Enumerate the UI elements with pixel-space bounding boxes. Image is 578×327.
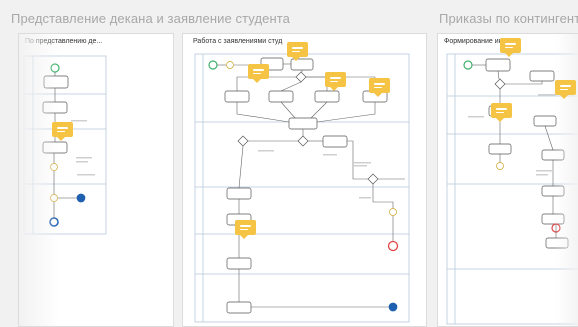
card-title: Формирование иказа (444, 38, 513, 45)
comment-badge-icon[interactable] (248, 64, 269, 83)
section-title-orders: Приказы по контингент (439, 11, 578, 26)
comment-badge-icon[interactable] (325, 72, 346, 91)
comment-badge-icon[interactable] (491, 103, 512, 122)
process-card-dean[interactable]: По представлению де... (18, 33, 174, 327)
process-card-orders[interactable]: Формирование иказа (437, 33, 578, 327)
bpmn-diagram (23, 55, 107, 235)
process-card-student-applications[interactable]: Работа с заявлениями студ (182, 33, 427, 327)
start-event-icon (50, 63, 60, 73)
comment-badge-icon[interactable] (52, 122, 73, 141)
comment-badge-icon[interactable] (235, 220, 256, 239)
comment-badge-icon[interactable] (555, 80, 576, 99)
comment-badge-icon[interactable] (369, 78, 390, 97)
section-title-dean-application: Представление декана и заявление студент… (11, 11, 290, 26)
card-title: По представлению де... (25, 38, 103, 45)
end-event-icon (387, 240, 399, 252)
card-title: Работа с заявлениями студ (193, 38, 283, 45)
comment-badge-icon[interactable] (287, 42, 308, 61)
comment-badge-icon[interactable] (500, 38, 521, 57)
bpmn-diagram (446, 53, 578, 325)
